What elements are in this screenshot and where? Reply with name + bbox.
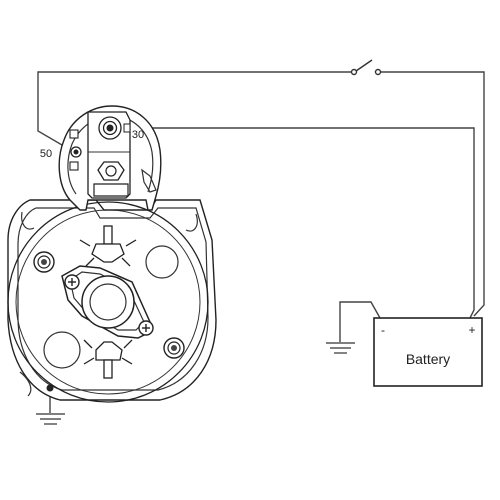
hole-left-lower: [43, 331, 81, 369]
flange-ear-top-right: [185, 213, 198, 232]
screw-upper-left-icon: [64, 274, 80, 290]
ignition-switch[interactable]: [350, 59, 382, 76]
motor-ground-icon: [36, 413, 65, 425]
motor-terminal-nut-icon: [93, 161, 129, 197]
solenoid-bracket: [141, 168, 157, 193]
brush-holder-lower-icon: [83, 339, 133, 379]
battery-body: [373, 317, 483, 387]
terminal-30-icon: [98, 116, 131, 140]
flange-ear-bottom-left: [19, 371, 32, 397]
terminal-50-label: 50: [40, 148, 52, 160]
terminal-50-icon: [69, 129, 82, 171]
hole-right-upper: [145, 245, 179, 279]
end-plate: [7, 201, 209, 403]
brush-holder-upper-icon: [79, 225, 137, 267]
motor-ground-terminal: [46, 384, 54, 392]
motor-housing-inner: [17, 207, 209, 391]
battery[interactable]: Battery - +: [373, 317, 483, 387]
control-wire: [37, 71, 352, 153]
switch-to-battery-wire: [380, 71, 485, 317]
end-plate-rim: [15, 209, 201, 395]
solenoid[interactable]: 50 30: [40, 105, 162, 211]
bearing-hole: [89, 283, 127, 321]
battery-negative-label: -: [381, 323, 385, 337]
through-bolt-right-icon: [163, 337, 185, 359]
flange-ear-top-left: [21, 211, 35, 230]
battery-ground-icon: [326, 342, 355, 354]
wiring: [37, 71, 485, 413]
terminal-30-label: 30: [132, 129, 144, 141]
through-bolt-left-icon: [33, 251, 55, 273]
battery-positive-label: +: [468, 323, 475, 337]
screw-lower-right-icon: [138, 320, 154, 336]
main-feed-wire: [128, 127, 475, 319]
battery-label: Battery: [406, 351, 450, 367]
starter-motor[interactable]: [7, 199, 217, 403]
battery-negative-wire: [339, 301, 381, 342]
